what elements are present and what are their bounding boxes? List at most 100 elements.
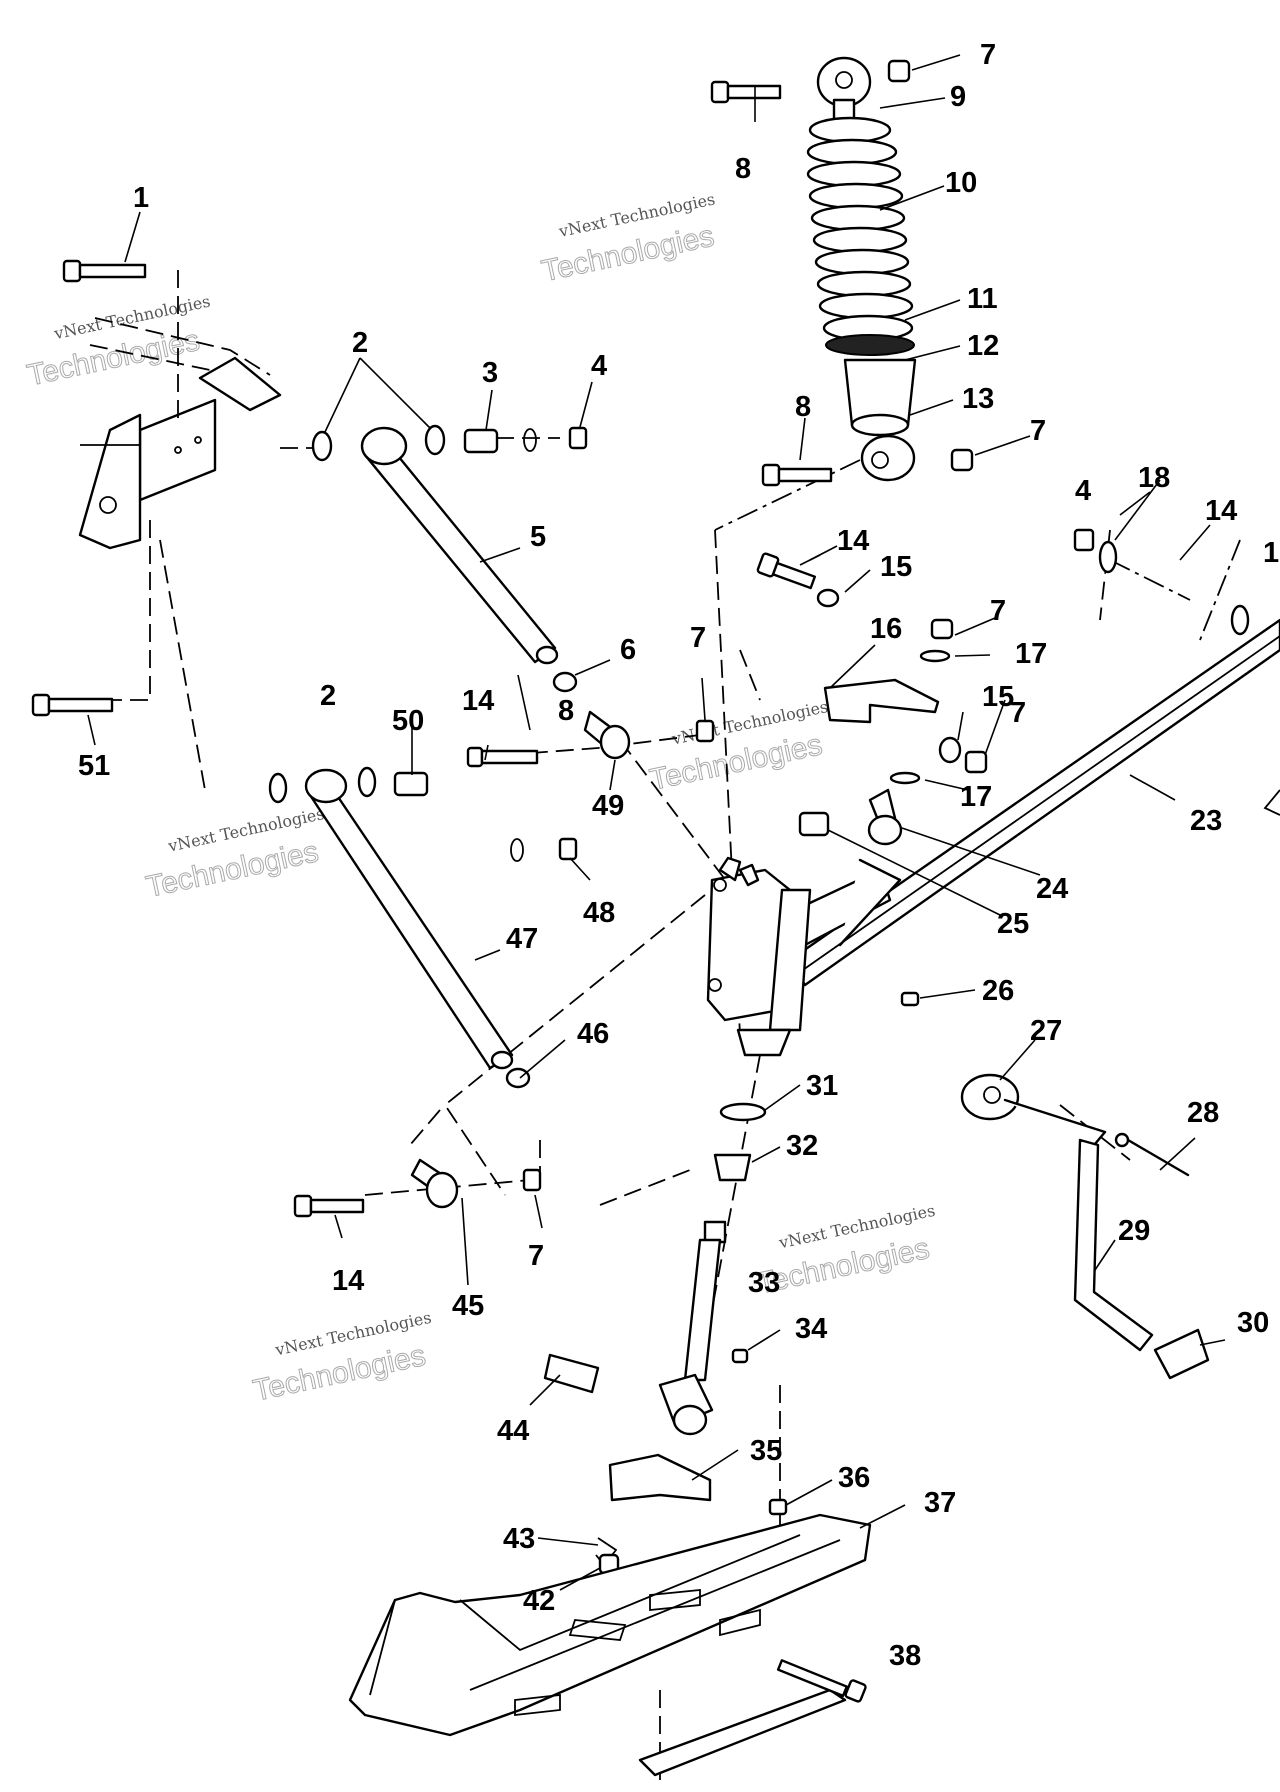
callout-labels: 1 2 2 3 4 4 5 6 7 7 7 7 7 7 8 8 8 9 10 1… xyxy=(78,39,1280,1672)
callout-47: 47 xyxy=(506,923,538,955)
leader-lines xyxy=(87,54,1226,1591)
callout-10: 10 xyxy=(945,167,977,199)
bushing xyxy=(311,424,446,462)
callout-38: 38 xyxy=(889,1640,921,1672)
callout-42: 42 xyxy=(523,1585,555,1617)
spindle xyxy=(658,1220,727,1436)
callout-9: 9 xyxy=(950,81,966,113)
wear-bar xyxy=(638,1688,847,1777)
pull-rod xyxy=(1003,1098,1154,1352)
bolt xyxy=(466,746,539,768)
callout-49: 49 xyxy=(592,790,624,822)
clip xyxy=(510,838,524,862)
bolt xyxy=(710,80,782,104)
callout-27: 27 xyxy=(1030,1015,1062,1047)
bushing xyxy=(268,772,288,804)
callout-6: 6 xyxy=(620,634,636,666)
callout-30: 30 xyxy=(1237,1307,1269,1339)
sleeve xyxy=(463,428,499,454)
callout-32: 32 xyxy=(786,1130,818,1162)
sleeve xyxy=(393,771,429,797)
callout-7: 7 xyxy=(990,595,1006,627)
callout-4: 4 xyxy=(1075,475,1091,507)
callout-8: 8 xyxy=(735,153,751,185)
callout-44: 44 xyxy=(497,1415,529,1447)
callout-43: 43 xyxy=(503,1523,535,1555)
callout-34: 34 xyxy=(795,1313,827,1345)
washer xyxy=(1098,540,1118,574)
callout-7: 7 xyxy=(528,1240,544,1272)
callout-7: 7 xyxy=(1030,415,1046,447)
callout-17: 17 xyxy=(1015,638,1047,670)
ski-saddle xyxy=(608,1453,712,1502)
callout-15: 15 xyxy=(982,681,1014,713)
callout-7: 7 xyxy=(690,622,706,654)
callout-11: 11 xyxy=(967,283,998,315)
grease-fitting xyxy=(900,991,920,1007)
frame-bracket xyxy=(78,317,282,550)
grease-fitting xyxy=(731,1348,749,1364)
steering-arm xyxy=(823,678,940,724)
callout-46: 46 xyxy=(577,1018,609,1050)
callout-17: 17 xyxy=(960,781,992,813)
callout-45: 45 xyxy=(452,1290,484,1322)
upper-a-arm xyxy=(360,426,559,665)
callout-4: 4 xyxy=(591,350,607,382)
callout-14: 14 xyxy=(837,525,869,557)
tie-rod-end xyxy=(867,788,903,846)
washer xyxy=(938,736,962,764)
nut xyxy=(768,1498,788,1516)
lower-a-arm xyxy=(304,768,514,1070)
nut xyxy=(695,719,715,743)
bolt xyxy=(293,1194,365,1218)
bolt xyxy=(756,552,817,590)
bolt xyxy=(31,693,114,717)
nut xyxy=(568,426,588,450)
watermark-text: Technologies xyxy=(24,324,202,393)
callout-28: 28 xyxy=(1187,1097,1219,1129)
shock-spring xyxy=(806,116,914,342)
assembly-lines xyxy=(90,270,1241,1780)
sleeve xyxy=(543,1353,600,1394)
nut xyxy=(930,618,954,640)
callout-16: 16 xyxy=(870,613,902,645)
callout-7: 7 xyxy=(1010,697,1026,729)
callout-2: 2 xyxy=(352,327,368,359)
tie-rod xyxy=(788,618,1280,987)
callout-36: 36 xyxy=(838,1462,870,1494)
callout-2: 2 xyxy=(320,680,336,712)
callout-13: 13 xyxy=(962,383,994,415)
callout-37: 37 xyxy=(924,1487,956,1519)
rod-end-lower xyxy=(410,1158,459,1209)
callout-8: 8 xyxy=(558,695,574,727)
shock-absorber xyxy=(806,56,917,482)
callout-5: 5 xyxy=(530,521,546,553)
callout-26: 26 xyxy=(982,975,1014,1007)
bushing xyxy=(357,766,377,798)
washer xyxy=(816,588,840,608)
callout-33: 33 xyxy=(748,1267,780,1299)
washer xyxy=(889,771,921,785)
callout-23: 23 xyxy=(1190,805,1222,837)
callout-50: 50 xyxy=(392,705,424,737)
callout-14: 14 xyxy=(1205,495,1237,527)
callout-1: 1 xyxy=(133,182,149,214)
callout-31: 31 xyxy=(806,1070,838,1102)
callout-18: 18 xyxy=(1138,462,1170,494)
callout-51: 51 xyxy=(78,750,110,782)
callout-14: 14 xyxy=(332,1265,364,1297)
clip xyxy=(523,428,537,452)
washer xyxy=(1230,604,1250,636)
callout-15: 15 xyxy=(880,551,912,583)
spindle-housing xyxy=(706,856,812,1057)
callout-19: 19 xyxy=(1263,537,1280,569)
ski xyxy=(348,1513,872,1737)
callout-12: 12 xyxy=(967,330,999,362)
callout-8: 8 xyxy=(795,391,811,423)
cable-end xyxy=(1114,1132,1190,1177)
callout-25: 25 xyxy=(997,908,1029,940)
callout-7: 7 xyxy=(980,39,996,71)
callout-29: 29 xyxy=(1118,1215,1150,1247)
callout-48: 48 xyxy=(583,897,615,929)
